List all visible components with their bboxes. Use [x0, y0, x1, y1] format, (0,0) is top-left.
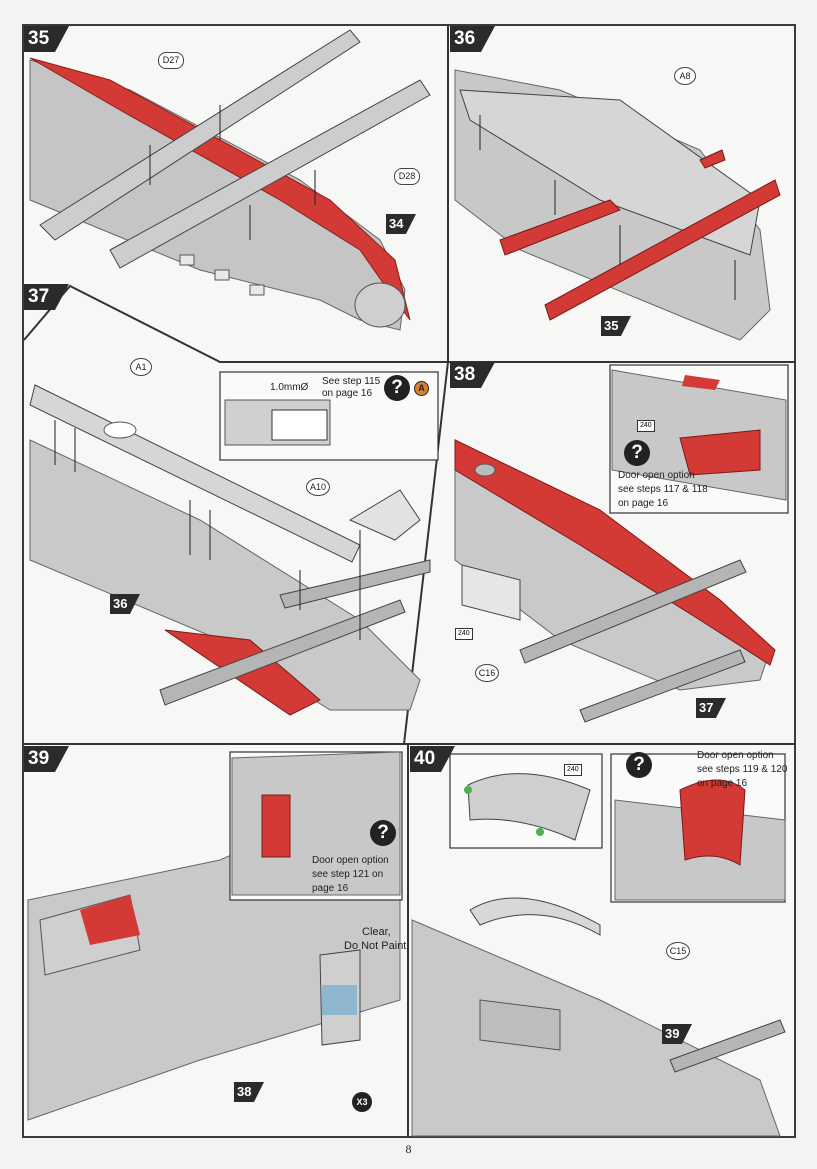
- part-callout-c16: C16: [475, 664, 499, 682]
- step36-drawing: [454, 69, 781, 341]
- part-callout-c15: C15: [666, 942, 690, 960]
- step39-help-icon: ?: [370, 820, 396, 846]
- part-callout-d28: D28: [394, 168, 420, 185]
- step38-paint-code: 240: [455, 628, 473, 640]
- ref-step-37: 37: [696, 698, 728, 718]
- step40-help-icon: ?: [626, 752, 652, 778]
- step40-door-line1: Door open option: [697, 750, 774, 761]
- step38-door-line3: on page 16: [618, 498, 669, 509]
- quantity-badge: X3: [352, 1092, 372, 1112]
- step40-drawing: [411, 897, 786, 1137]
- step39-door-line2: see step 121 on: [312, 869, 384, 880]
- step35-drawing: [29, 29, 431, 331]
- step39-door-line1: Door open option: [312, 855, 389, 866]
- step-37-label: 37: [24, 284, 70, 310]
- step38-door-line1: Door open option: [618, 470, 695, 481]
- step40-door-line3: on page 16: [697, 778, 748, 789]
- step38-inset-paint-code: 240: [637, 420, 655, 432]
- step38-help-icon: ?: [624, 440, 650, 466]
- step-38-label: 38: [450, 362, 496, 388]
- step37-drawing: [29, 384, 431, 716]
- step-35-label: 35: [24, 26, 70, 52]
- step38-drawing: [454, 439, 776, 723]
- clear-note-line1: Clear,: [362, 926, 391, 938]
- clear-note-line2: Do Not Paint: [344, 940, 407, 952]
- step37-help-icon: ?: [384, 375, 410, 401]
- step-36-label: 36: [450, 26, 496, 52]
- step37-option-badge: A: [414, 381, 429, 396]
- part-callout-d27: D27: [158, 52, 184, 69]
- ref-step-34: 34: [386, 214, 418, 234]
- part-callout-a8: A8: [674, 67, 696, 85]
- page-number: 8: [405, 1142, 412, 1156]
- step-39-label: 39: [24, 746, 70, 772]
- step40-paint-code: 240: [564, 764, 582, 776]
- ref-step-36: 36: [110, 594, 142, 614]
- part-callout-a1: A1: [130, 358, 152, 376]
- step-40-label: 40: [410, 746, 456, 772]
- drill-size-label: 1.0mmØ: [270, 382, 309, 393]
- step40-door-line2: see steps 119 & 120: [697, 764, 788, 775]
- step39-door-line3: page 16: [312, 883, 349, 894]
- step38-door-line2: see steps 117 & 118: [618, 484, 708, 495]
- step37-see-line1: See step 115: [322, 376, 381, 387]
- step37-see-line2: on page 16: [322, 388, 373, 399]
- ref-step-38: 38: [234, 1082, 266, 1102]
- ref-step-35: 35: [601, 316, 633, 336]
- ref-step-39: 39: [662, 1024, 694, 1044]
- part-callout-a10: A10: [306, 478, 330, 496]
